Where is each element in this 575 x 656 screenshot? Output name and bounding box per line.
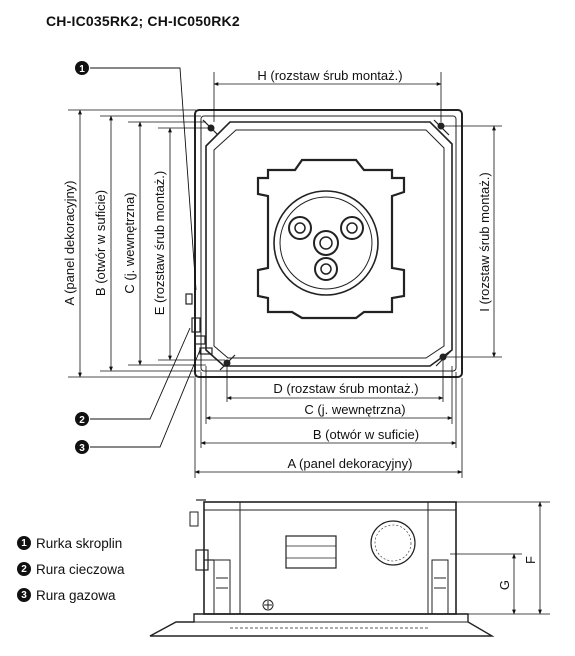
page-title: CH-IC035RK2; CH-IC050RK2 (46, 13, 240, 29)
dim-G-label: G (497, 580, 512, 590)
dim-C-bottom-label: C (j. wewnętrzna) (304, 402, 405, 417)
legend-item: 2 Rura cieczowa (17, 556, 125, 582)
legend-number: 2 (17, 562, 31, 576)
dim-B-bottom-label: B (otwór w suficie) (313, 427, 419, 442)
dim-E-left-label: E (rozstaw śrub montaż.) (152, 171, 167, 316)
fan-ring (273, 190, 379, 296)
dim-bottom-lines (194, 360, 463, 478)
dim-A-bottom-label: A (panel dekoracyjny) (287, 456, 412, 471)
legend-number: 1 (17, 536, 31, 550)
decorative-panel (194, 109, 463, 378)
side-decorative-panel (149, 613, 495, 637)
svg-text:1: 1 (79, 64, 85, 75)
callout-3: 3 (75, 440, 89, 454)
dim-left-lines (68, 109, 225, 378)
dim-I-label: I (rozstaw śrub montaż.) (477, 172, 492, 311)
dim-F-label: F (523, 556, 538, 564)
top-view (185, 109, 463, 378)
legend-item: 1 Rurka skroplin (17, 530, 125, 556)
unit-body (205, 121, 453, 367)
legend-item: 3 Rura gazowa (17, 582, 125, 608)
dim-H-label: H (rozstaw śrub montaż.) (257, 68, 402, 83)
callout-leaders (90, 67, 201, 448)
legend-label: Rura gazowa (36, 587, 116, 603)
callout-2: 2 (75, 412, 89, 426)
legend-label: Rurka skroplin (36, 535, 123, 551)
dim-H (213, 72, 442, 122)
dim-D-bottom-label: D (rozstaw śrub montaż.) (273, 381, 418, 396)
callout-1: 1 (75, 61, 89, 75)
legend-number: 3 (17, 588, 31, 602)
dim-C-left-label: C (j. wewnętrzna) (122, 192, 137, 293)
legend: 1 Rurka skroplin 2 Rura cieczowa 3 Rura … (17, 530, 125, 608)
side-view (149, 499, 495, 637)
svg-text:3: 3 (79, 443, 85, 454)
dim-B-left-label: B (otwór w suficie) (93, 190, 108, 296)
dim-FG (450, 501, 550, 615)
inner-outline (256, 158, 406, 320)
dim-I (444, 125, 502, 358)
legend-label: Rura cieczowa (36, 561, 125, 577)
svg-text:2: 2 (79, 415, 85, 426)
dim-A-left-label: A (panel dekoracyjny) (62, 180, 77, 305)
